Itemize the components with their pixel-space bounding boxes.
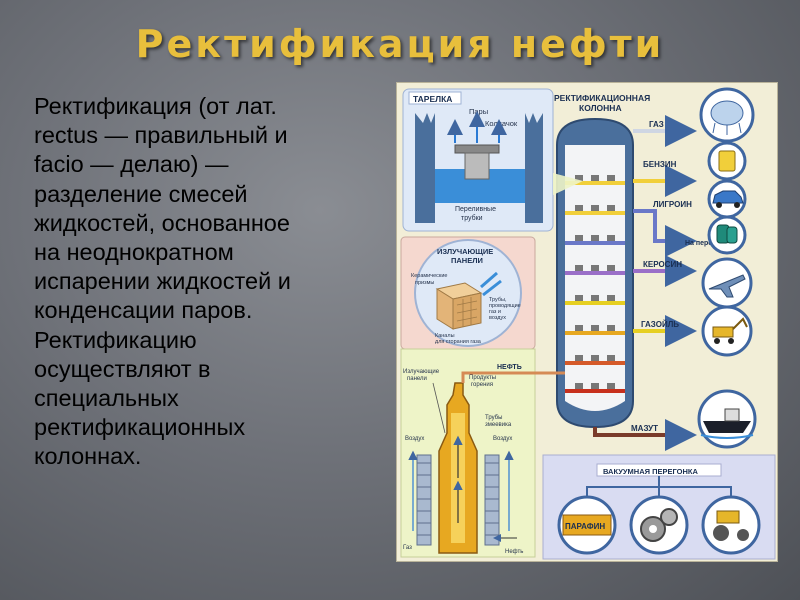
vacuum-title: ВАКУУМНАЯ ПЕРЕГОНКА: [603, 467, 698, 476]
car-icon: [707, 179, 747, 219]
definition-line: ректификационных: [34, 414, 246, 441]
fraction-gasoil: ГАЗОЙЛЬ: [641, 320, 679, 329]
definition-line: разделение смесей: [34, 180, 248, 207]
product-outlets: ГАЗ БЕНЗИН ЛИГРОИН На переработку КЕРОСИ…: [593, 115, 740, 451]
diagram-svg: ТАРЕЛКА Пары Колпачок Переливные трубки …: [400, 87, 776, 560]
svg-text:для сгорания газа: для сгорания газа: [435, 339, 482, 345]
tube-furnace: Излучающие панели Продукты горения Трубы…: [400, 348, 536, 558]
tray-title: ТАРЕЛКА: [413, 94, 452, 104]
paraffin-label: ПАРАФИН: [565, 522, 605, 531]
definition-line: колоннах.: [34, 443, 142, 470]
tray-inset: ТАРЕЛКА Пары Колпачок Переливные трубки: [402, 88, 554, 232]
svg-text:горения: горения: [471, 382, 493, 388]
svg-text:Излучающие: Излучающие: [403, 369, 440, 375]
brick-cube-icon: [435, 282, 483, 330]
panels-title-2: ПАНЕЛИ: [451, 256, 483, 265]
slide-title: Ректификация нефти: [135, 22, 665, 66]
definition-line: осуществляют в: [34, 355, 211, 382]
airplane-icon: [701, 257, 753, 309]
fraction-mazut: МАЗУТ: [631, 424, 658, 433]
svg-text:Каналы: Каналы: [435, 333, 455, 339]
definition-line: Ректификацию: [34, 326, 197, 353]
gears-icon: [629, 495, 689, 555]
definition-line: на неоднократном: [34, 239, 234, 266]
svg-text:Трубы: Трубы: [485, 415, 502, 421]
product-icons: [697, 87, 757, 449]
svg-text:Продукты: Продукты: [469, 375, 496, 381]
svg-text:Воздух: Воздух: [493, 436, 512, 442]
definition-line: Ректификация (от лат.: [34, 93, 277, 119]
svg-text:Нефть: Нефть: [505, 549, 523, 555]
radiant-panel-inset: ИЗЛУЧАЮЩИЕ ПАНЕЛИ Керамические призмы Тр…: [400, 236, 536, 350]
svg-text:Газ: Газ: [403, 545, 412, 551]
column-trays: [565, 175, 625, 393]
svg-text:призмы: призмы: [415, 280, 434, 286]
distillation-diagram: ТАРЕЛКА Пары Колпачок Переливные трубки …: [396, 82, 778, 562]
column-title-1: РЕКТИФИКАЦИОННАЯ: [554, 93, 650, 103]
definition-line: испарении жидкостей и: [34, 268, 291, 295]
cap-label: Колпачок: [485, 119, 518, 128]
barrels-icon: [707, 215, 747, 255]
svg-text:Трубы,: Трубы,: [489, 297, 507, 303]
distillation-column: РЕКТИФИКАЦИОННАЯ КОЛОННА: [553, 93, 650, 429]
column-title-2: КОЛОННА: [579, 103, 622, 113]
feed-label: НЕФТЬ: [497, 364, 522, 371]
definition-text: Ректификация (от лат. rectus — правильны…: [34, 92, 374, 472]
excavator-icon: [701, 305, 753, 357]
svg-text:газ и: газ и: [489, 309, 501, 315]
overflow-label-2: трубки: [461, 214, 483, 222]
gas-holder-icon: [699, 87, 755, 143]
svg-text:проводящие: проводящие: [489, 303, 521, 309]
definition-line: специальных: [34, 385, 179, 412]
definition-line: rectus — правильный и: [34, 122, 288, 149]
feed-line: НЕФТЬ: [461, 364, 565, 383]
panels-title-1: ИЗЛУЧАЮЩИЕ: [437, 247, 493, 256]
svg-text:Керамические: Керамические: [411, 273, 447, 279]
definition-line: facio — делаю) —: [34, 151, 229, 178]
svg-text:панели: панели: [407, 376, 427, 382]
fuel-canister-icon: [707, 141, 747, 181]
definition-line: конденсации паров.: [34, 297, 253, 324]
road-roller-icon: [701, 495, 761, 555]
vapors-label: Пары: [469, 107, 488, 116]
fraction-kerosene: КЕРОСИН: [643, 260, 682, 269]
fraction-gasoline: БЕНЗИН: [643, 160, 677, 169]
ship-icon: [697, 389, 757, 449]
overflow-label-1: Переливные: [455, 206, 496, 213]
fraction-gas: ГАЗ: [649, 120, 664, 129]
svg-text:воздух: воздух: [489, 315, 506, 321]
vacuum-distillation-panel: ВАКУУМНАЯ ПЕРЕГОНКА ПАРАФИН: [542, 454, 776, 560]
paraffin-icon: ПАРАФИН: [557, 495, 617, 555]
fraction-ligroin: ЛИГРОИН: [653, 200, 692, 209]
svg-text:Воздух: Воздух: [405, 436, 424, 442]
svg-text:змеевика: змеевика: [485, 422, 512, 428]
definition-line: жидкостей, основанное: [34, 209, 290, 236]
